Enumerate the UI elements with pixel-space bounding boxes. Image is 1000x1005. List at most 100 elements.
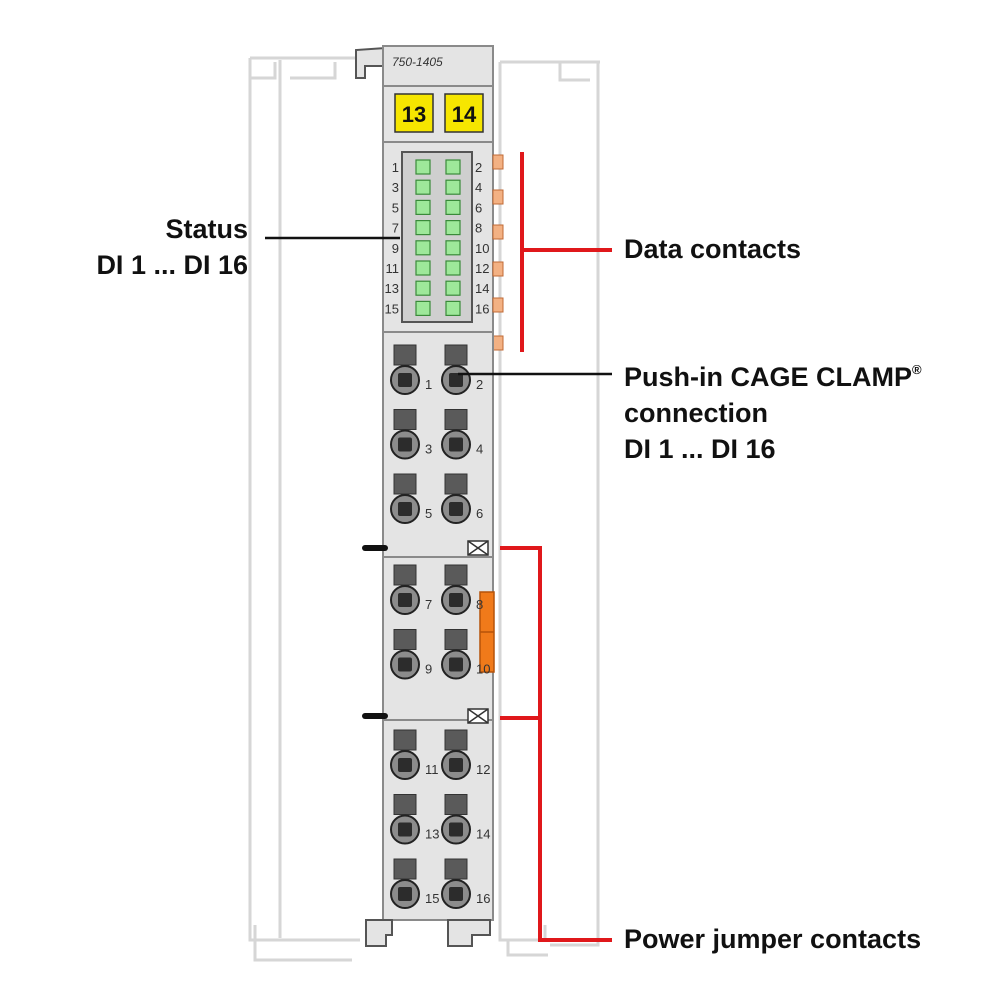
terminal-number-label: 9 [425,662,432,677]
marker-tag-left [394,93,434,133]
led-label-right: 12 [475,261,489,276]
led-label-left: 13 [385,281,399,296]
led-label-right: 16 [475,301,489,316]
status-led [445,300,461,316]
led-label-left: 3 [392,180,399,195]
push-in-range-label: DI 1 ... DI 16 [624,434,776,464]
terminal-number-label: 13 [425,827,439,842]
terminal-number-label: 2 [476,377,483,392]
terminal-clamp-spring [398,758,412,772]
ghost-neighbor-modules [248,56,600,962]
marker-tag-left-label: 13 [402,102,426,127]
power-jumper-bracket [500,546,612,942]
terminal-clamp-spring [398,593,412,607]
led-label-left: 9 [392,241,399,256]
marker-tag-right-label: 14 [452,102,477,127]
terminal-number-label: 6 [476,506,483,521]
status-led [445,260,461,276]
power-contact-blade-2 [362,713,388,719]
terminal-number-label: 11 [425,762,439,777]
led-label-right: 4 [475,180,482,195]
status-led [445,159,461,175]
terminal-release-button[interactable] [444,473,468,495]
power-contact-blade-1 [362,545,388,551]
push-in-label: Push-in CAGE CLAMP® [624,362,922,392]
led-label-right: 6 [475,200,482,215]
terminal-clamp-spring [449,758,463,772]
terminal-number-label: 15 [425,891,439,906]
terminal-clamp-spring [449,593,463,607]
terminal-number-label: 7 [425,597,432,612]
status-led [445,240,461,256]
data-contact-tab [492,261,504,277]
terminal-release-button[interactable] [393,473,417,495]
terminal-number-label: 3 [425,442,432,457]
status-led [415,240,431,256]
data-contacts-label: Data contacts [624,234,801,264]
marker-tag-right [444,93,484,133]
terminal-release-button[interactable] [393,344,417,366]
terminal-release-button[interactable] [444,344,468,366]
status-led [445,220,461,236]
led-label-right: 10 [475,241,489,256]
status-label: Status [165,214,248,244]
terminal-number-label: 14 [476,827,490,842]
terminal-number-label: 12 [476,762,490,777]
terminal-release-button[interactable] [393,729,417,751]
terminal-number-label: 16 [476,891,490,906]
terminal-clamp-spring [398,657,412,672]
terminal-clamp-spring [398,887,412,901]
terminal-clamp-spring [449,887,463,901]
led-label-right: 14 [475,281,489,296]
terminal-number-label: 8 [476,597,483,612]
callout-lines [265,152,612,942]
status-led [415,300,431,316]
push-in-connection-label: connection [624,398,768,428]
data-contact-tab [492,154,504,170]
status-led [415,260,431,276]
status-led [445,179,461,195]
data-contact-tab [492,224,504,240]
status-range-label: DI 1 ... DI 16 [96,250,248,280]
data-contact-tab [492,297,504,313]
terminal-release-button[interactable] [444,794,468,815]
power-jumper-marker-2 [467,708,489,724]
data-contact-tab [492,189,504,205]
terminal-release-button[interactable] [393,794,417,815]
data-contact-tabs [492,154,504,351]
terminal-release-button[interactable] [393,629,417,650]
terminal-release-button[interactable] [444,729,468,751]
terminal-clamp-spring [398,822,412,837]
terminal-clamp-spring [449,373,463,387]
status-led [445,199,461,215]
terminal-clamp-spring [449,502,463,516]
led-label-right: 8 [475,221,482,236]
led-label-left: 11 [386,261,400,276]
model-number: 750-1405 [392,55,443,69]
terminal-release-button[interactable] [444,564,468,586]
terminal-number-label: 4 [476,442,483,457]
status-led [415,159,431,175]
terminal-release-button[interactable] [393,409,417,430]
terminal-release-button[interactable] [444,629,468,650]
terminal-release-button[interactable] [444,858,468,880]
terminal-release-button[interactable] [444,409,468,430]
led-window [401,151,473,323]
terminal-clamp-spring [398,373,412,387]
terminal-number-label: 5 [425,506,432,521]
status-led [415,179,431,195]
led-label-left: 5 [392,200,399,215]
status-led [415,220,431,236]
data-contact-tab [492,335,504,351]
terminal-release-button[interactable] [393,858,417,880]
terminal-number-label: 10 [476,662,490,677]
terminal-clamp-spring [449,437,463,452]
power-jumper-marker-1 [467,540,489,556]
terminal-release-button[interactable] [393,564,417,586]
status-led-grid [415,159,461,316]
led-label-left: 15 [385,301,399,316]
